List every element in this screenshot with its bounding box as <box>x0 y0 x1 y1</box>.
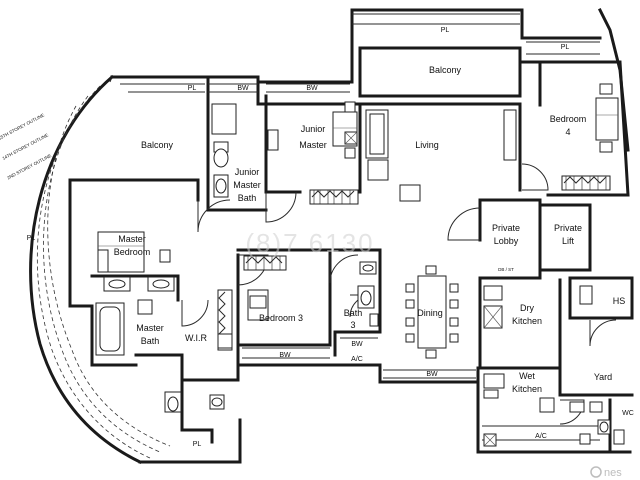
tag-bw-2: BW <box>306 85 318 92</box>
outline-labels: 15TH STOREY OUTLINE 14TH STOREY OUTLINE … <box>0 112 52 180</box>
windows <box>120 13 600 441</box>
label-master-bath-2: Bath <box>141 336 160 346</box>
room-labels: Balcony Balcony Living Junior Master Jun… <box>114 65 634 417</box>
label-master-bath-1: Master <box>136 323 164 333</box>
label-dining: Dining <box>417 308 443 318</box>
label-dry-kitchen-2: Kitchen <box>512 316 542 326</box>
tag-pl-left: PL <box>188 85 197 92</box>
walls <box>68 7 634 464</box>
label-junior-master-2: Master <box>299 140 327 150</box>
label-master-bedroom-2: Bedroom <box>114 247 151 257</box>
label-bedroom3: Bedroom 3 <box>259 313 303 323</box>
label-wc: WC <box>622 410 634 417</box>
tag-pl-right: PL <box>561 44 570 51</box>
outer-curve-wall <box>29 74 143 465</box>
label-jm-bath-3: Bath <box>238 193 257 203</box>
toilet-icon <box>213 148 229 168</box>
tag-bw-4: BW <box>351 341 363 348</box>
tag-ac-2: A/C <box>535 433 547 440</box>
tag-db-st: DB / ST <box>498 267 514 272</box>
tag-bw-1: BW <box>237 85 249 92</box>
label-wet-kitchen-1: Wet <box>519 371 535 381</box>
label-yard: Yard <box>594 372 612 382</box>
doors <box>181 163 617 425</box>
tag-ac-1: A/C <box>351 356 363 363</box>
wardrobes <box>217 109 611 351</box>
label-wir: W.I.R <box>185 333 207 343</box>
label-dry-kitchen-1: Dry <box>520 303 534 313</box>
label-private-lift-2: Lift <box>562 236 575 246</box>
label-jm-bath-1: Junior <box>235 167 260 177</box>
label-junior-master-1: Junior <box>301 124 326 134</box>
label-balcony-left: Balcony <box>141 140 174 150</box>
tag-pl-top: PL <box>441 27 450 34</box>
brand-logo-text: nes <box>604 467 622 479</box>
fixtures <box>95 83 625 447</box>
label-master-bedroom-1: Master <box>118 234 146 244</box>
label-bedroom4-2: 4 <box>565 127 570 137</box>
tags: PL PL PL PL PL BW BW BW BW BW A/C A/C DB… <box>27 27 570 448</box>
label-wet-kitchen-2: Kitchen <box>512 384 542 394</box>
label-private-lift-1: Private <box>554 223 582 233</box>
brand-logo: nes <box>590 466 622 479</box>
tag-bw-5: BW <box>426 371 438 378</box>
label-bath3-1: Bath <box>344 308 363 318</box>
tag-pl-curve: PL <box>27 235 36 242</box>
label-private-lobby-1: Private <box>492 223 520 233</box>
label-bedroom4-1: Bedroom <box>550 114 587 124</box>
label-jm-bath-2: Master <box>233 180 261 190</box>
label-private-lobby-2: Lobby <box>494 236 519 246</box>
brand-logo-icon <box>590 466 602 478</box>
tag-pl-bottom: PL <box>193 441 202 448</box>
label-balcony-top: Balcony <box>429 65 462 75</box>
label-bath3-2: 3 <box>350 320 355 330</box>
watermark: (8)7 6130 <box>245 228 374 258</box>
tag-bw-3: BW <box>279 352 291 359</box>
label-living: Living <box>415 140 439 150</box>
label-hs: HS <box>613 296 626 306</box>
